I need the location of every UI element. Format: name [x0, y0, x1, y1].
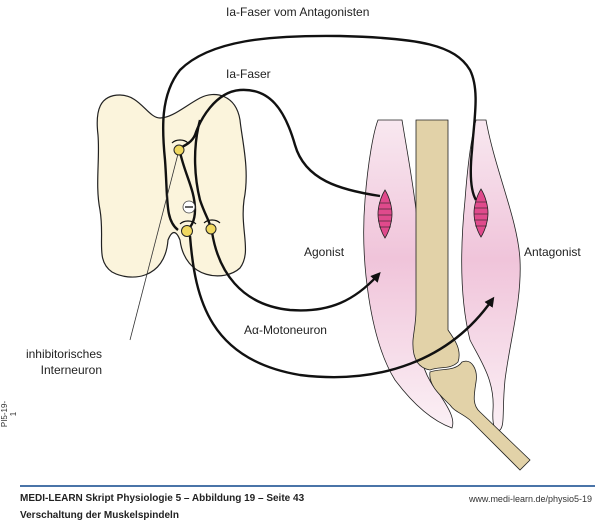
antagonist-motoneuron-cell-body [179, 220, 197, 237]
alpha-motoneuron-agonist [210, 231, 381, 312]
ia-fiber-antagonist [161, 34, 478, 231]
alpha-motoneuron-antagonist [188, 235, 495, 379]
footer-subtitle: Verschaltung der Muskelspindeln [20, 510, 179, 521]
label-agonist: Agonist [304, 245, 345, 259]
label-interneuron-line2: Interneuron [41, 363, 102, 377]
label-antagonist: Antagonist [524, 245, 581, 259]
interneuron-pointer [129, 149, 180, 341]
label-ia-fiber: Ia-Faser [226, 67, 271, 81]
spinal-cord [96, 93, 247, 278]
spinal-reflex-diagram: Ia-Faser vom Antagonisten Ia-Faser Agoni… [26, 5, 581, 471]
footer-title: MEDI-LEARN Skript Physiologie 5 – Abbild… [20, 493, 305, 504]
ia-fiber-agonist [179, 88, 381, 198]
inhibitory-sign [182, 200, 196, 214]
forearm-bone [429, 360, 531, 471]
label-ia-fiber-antagonist: Ia-Faser vom Antagonisten [226, 5, 369, 19]
agonist-muscle-spindle [377, 189, 393, 239]
footer-divider [20, 485, 595, 487]
agonist-motoneuron-cell-body [203, 219, 221, 235]
footer-url[interactable]: www.medi-learn.de/physio5-19 [468, 494, 592, 504]
antagonist-muscle-spindle [473, 188, 489, 238]
figure-code: PI5-19-1 [0, 400, 18, 428]
label-alpha-motoneuron: Aα-Motoneuron [244, 323, 327, 337]
upper-arm-bone [412, 119, 460, 371]
interneuron-cell-body [171, 139, 189, 156]
label-interneuron-line1: inhibitorisches [26, 347, 102, 361]
